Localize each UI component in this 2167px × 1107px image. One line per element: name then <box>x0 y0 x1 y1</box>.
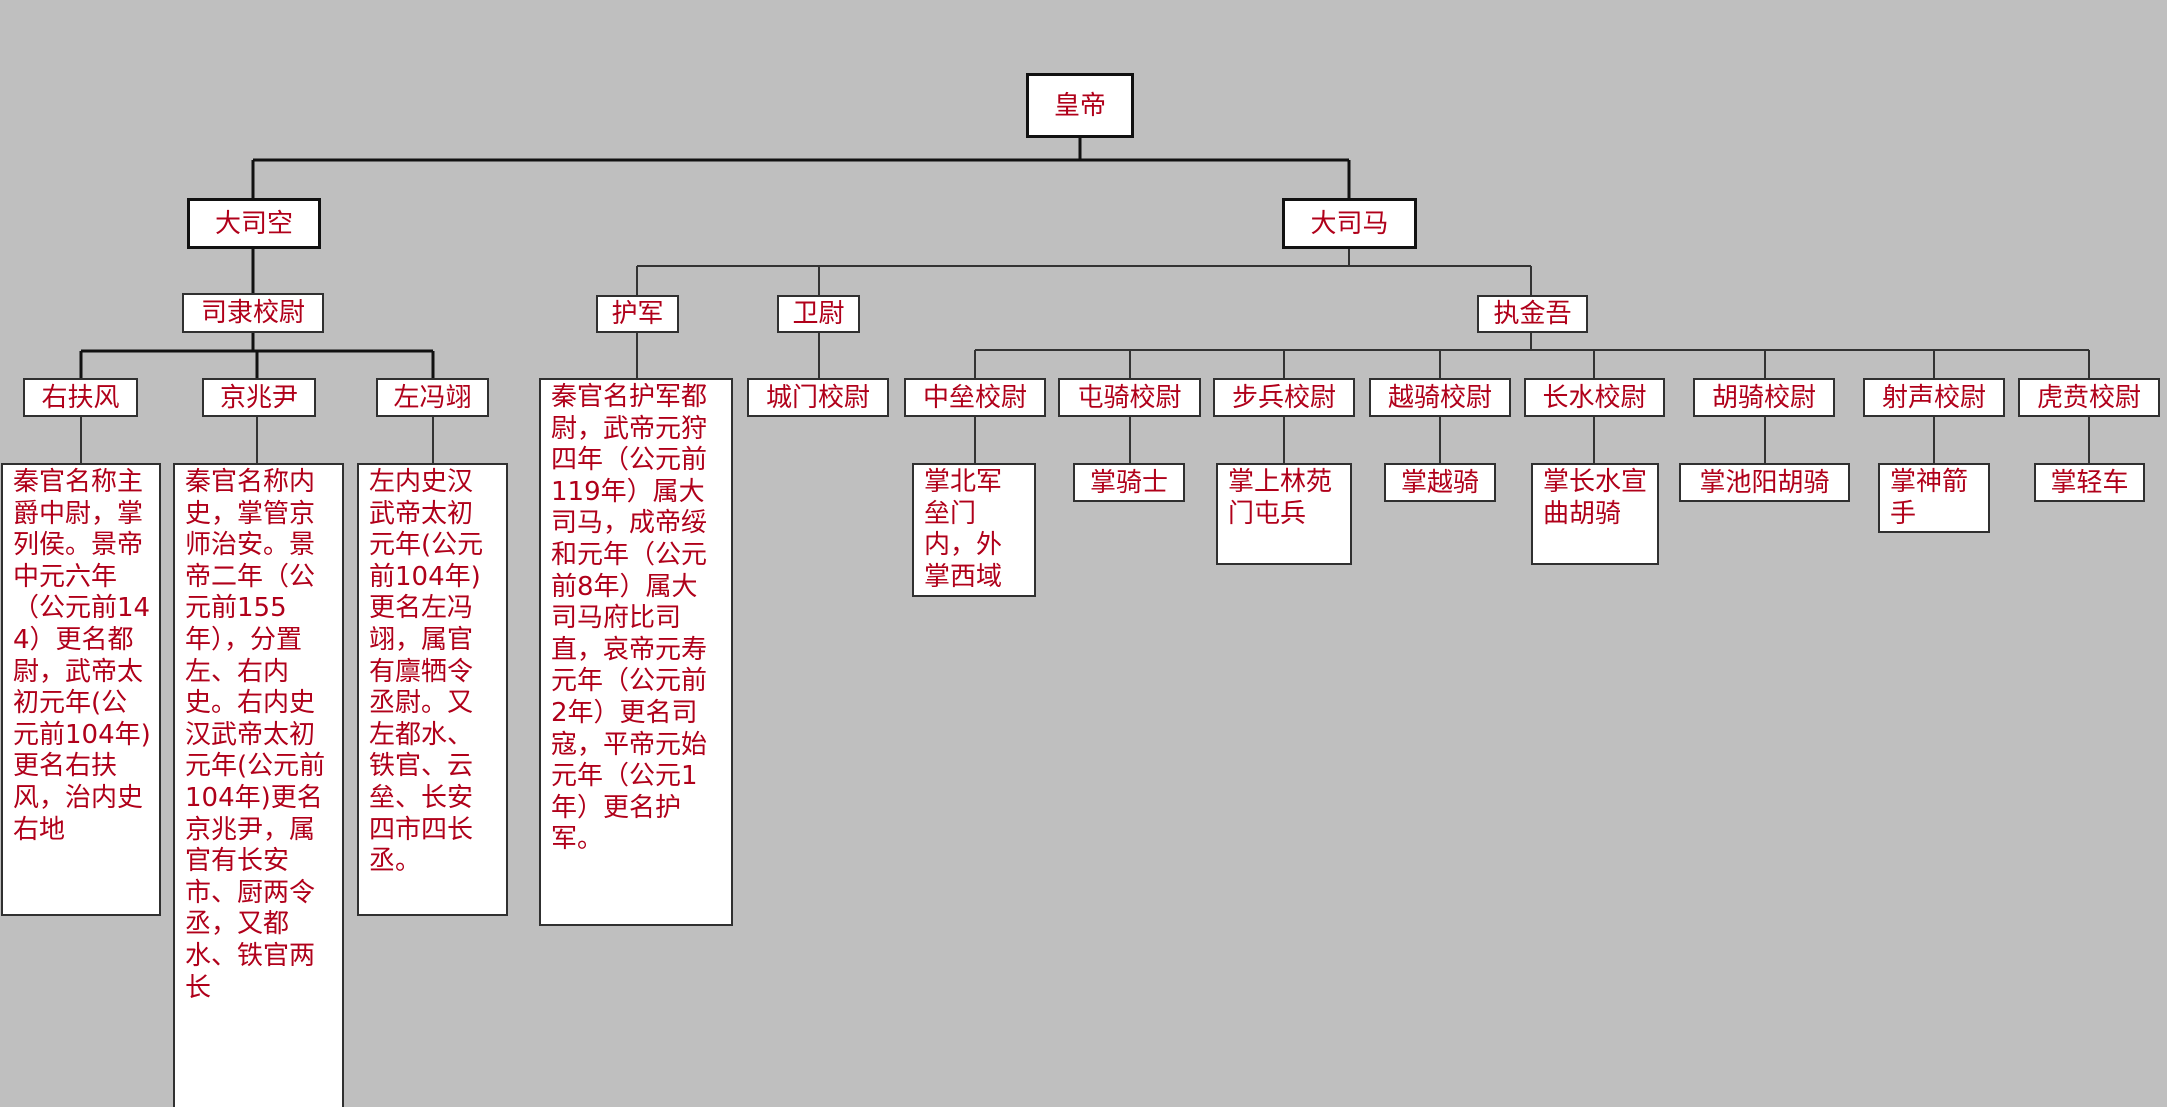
node-chengmenxiaowei: 城门校尉 <box>747 378 889 417</box>
node-zuofengyi: 左冯翊 <box>376 378 489 417</box>
connector-hujun <box>636 333 820 378</box>
node-weiwei: 卫尉 <box>777 295 860 333</box>
node-dasikong: 大司空 <box>187 198 321 249</box>
desc-zuofengyi: 左内史汉武帝太初元年(公元前104年)更名左冯翊，属官有廪牺令丞尉。又左都水、铁… <box>357 463 508 916</box>
node-huqixiaowei: 胡骑校尉 <box>1693 378 1835 417</box>
connector-root <box>251 138 1351 198</box>
desc-yueqixiaowei: 掌越骑 <box>1384 463 1496 502</box>
node-youfufeng: 右扶风 <box>23 378 138 417</box>
node-dasima: 大司马 <box>1282 198 1417 249</box>
node-yueqixiaowei: 越骑校尉 <box>1369 378 1511 417</box>
node-hubenxiaowei: 虎贲校尉 <box>2018 378 2160 417</box>
desc-huqixiaowei: 掌池阳胡骑 <box>1679 463 1850 502</box>
node-root: 皇帝 <box>1026 73 1134 138</box>
node-silixiaowei: 司隶校尉 <box>182 293 324 333</box>
node-tunqixiaowei: 屯骑校尉 <box>1058 378 1201 417</box>
node-zhongleixiaowei: 中垒校尉 <box>904 378 1046 417</box>
desc-youfufeng: 秦官名称主爵中尉，掌列侯。景帝中元六年（公元前144）更名都尉，武帝太初元年(公… <box>1 463 161 916</box>
desc-changshuixiaowei: 掌长水宣曲胡骑 <box>1531 463 1659 565</box>
desc-tunqixiaowei: 掌骑士 <box>1073 463 1185 502</box>
node-hujun: 护军 <box>596 295 679 333</box>
connector-dasima <box>636 249 1532 295</box>
node-bubingxiaowei: 步兵校尉 <box>1213 378 1355 417</box>
node-shesengxiaowei: 射声校尉 <box>1863 378 2005 417</box>
connector-silixiaowei <box>79 333 435 378</box>
node-changshuixiaowei: 长水校尉 <box>1524 378 1665 417</box>
connector-zhijinwu-desc <box>974 417 2090 463</box>
desc-zhongleixiaowei: 掌北军垒门内，外掌西域 <box>912 463 1036 597</box>
node-zhijinwu: 执金吾 <box>1477 295 1588 333</box>
connector-zhijinwu <box>974 333 2090 378</box>
desc-bubingxiaowei: 掌上林苑门屯兵 <box>1216 463 1352 565</box>
desc-hujun: 秦官名护军都尉，武帝元狩四年（公元前119年）属大司马，成帝绥和元年（公元前8年… <box>539 378 733 926</box>
desc-shesengxiaowei: 掌神箭手 <box>1878 463 1990 533</box>
desc-jingzhaoyin: 秦官名称内史，掌管京师治安。景帝二年（公元前155年），分置左、右内史。右内史汉… <box>173 463 344 1107</box>
connector-left-desc <box>80 417 434 463</box>
node-jingzhaoyin: 京兆尹 <box>202 378 316 417</box>
desc-hubenxiaowei: 掌轻车 <box>2034 463 2145 502</box>
